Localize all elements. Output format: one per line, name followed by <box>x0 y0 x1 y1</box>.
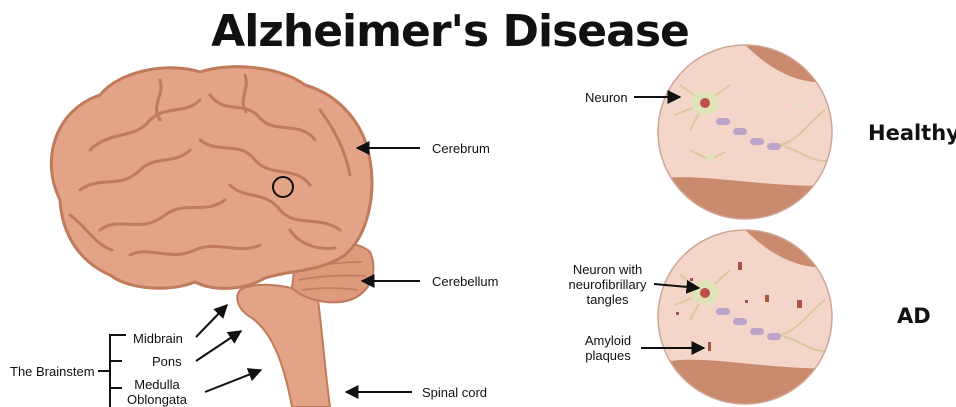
healthy-neuron-circle <box>650 40 850 230</box>
label-spinal-cord: Spinal cord <box>422 385 487 400</box>
label-tangles-line1: Neuron with <box>560 262 655 277</box>
label-amyloid-plaques: Amyloid plaques <box>578 333 638 363</box>
label-medulla-line1: Medulla <box>122 377 192 392</box>
state-healthy: Healthy <box>868 121 956 145</box>
label-tangles-line3: tangles <box>560 292 655 307</box>
label-tangles-line2: neurofibrillary <box>560 277 655 292</box>
label-amyloid-line2: plaques <box>578 348 638 363</box>
label-neuron-tangles: Neuron with neurofibrillary tangles <box>560 262 655 307</box>
label-midbrain: Midbrain <box>133 331 183 346</box>
label-pons: Pons <box>152 354 182 369</box>
label-medulla-line2: Oblongata <box>122 392 192 407</box>
diagram-title: Alzheimer's Disease <box>0 4 900 60</box>
label-neuron: Neuron <box>585 90 628 105</box>
label-cerebrum: Cerebrum <box>432 141 490 156</box>
label-medulla-oblongata: Medulla Oblongata <box>122 377 192 407</box>
label-cerebellum: Cerebellum <box>432 274 498 289</box>
label-amyloid-line1: Amyloid <box>578 333 638 348</box>
brainstem-shape <box>237 285 330 407</box>
state-ad: AD <box>897 304 931 328</box>
label-brainstem: The Brainstem <box>10 364 95 379</box>
brain <box>51 67 373 407</box>
cerebrum-shape <box>51 67 372 289</box>
ad-neuron-circle <box>650 225 850 407</box>
